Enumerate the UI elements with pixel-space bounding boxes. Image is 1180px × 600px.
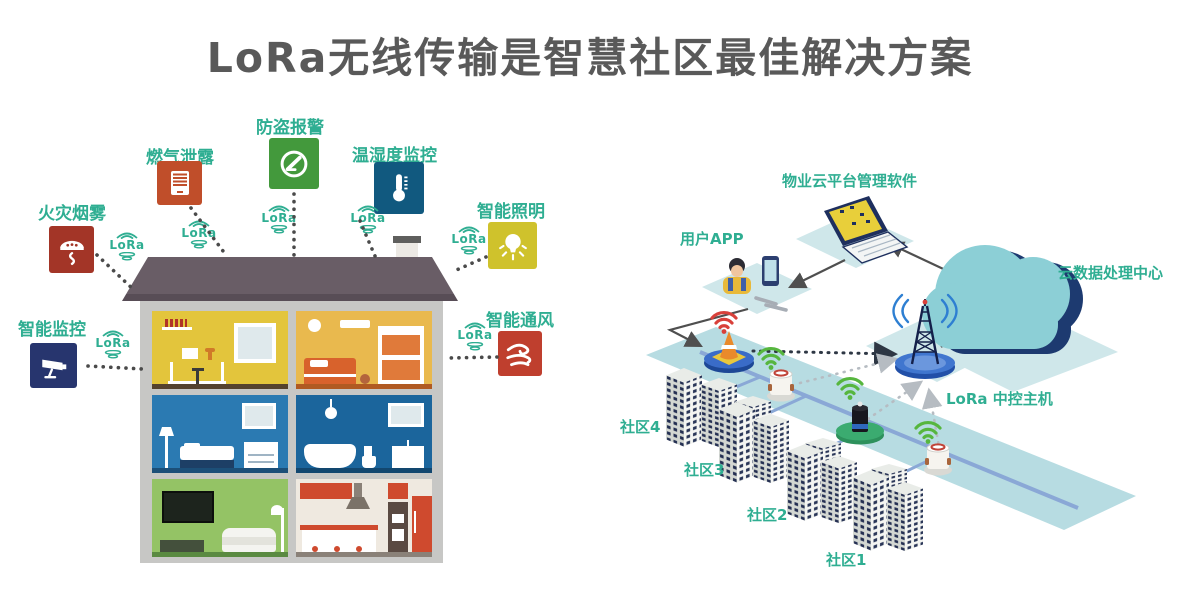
gateway-cone-icon xyxy=(704,310,754,373)
ventilation-fan-icon xyxy=(498,331,542,376)
gas-leak-icon xyxy=(157,161,202,205)
label-lora-host: LoRa 中控主机 xyxy=(946,390,1053,408)
page-title: LoRa无线传输是智慧社区最佳解决方案 xyxy=(206,34,974,82)
user-platform xyxy=(702,263,812,314)
repeater-icon xyxy=(914,420,952,476)
room-kitchen xyxy=(296,479,432,557)
street-sensor-icon xyxy=(836,376,884,445)
label-property-software: 物业云平台管理软件 xyxy=(782,172,918,190)
tower-platform xyxy=(866,316,1000,382)
light-bulb-icon xyxy=(488,222,537,269)
radio-waves-icon xyxy=(892,293,958,329)
house-roof xyxy=(122,257,458,301)
label-community-2: 社区2 xyxy=(747,506,788,524)
lora-tower-icon xyxy=(892,293,958,379)
room-blue-bedroom xyxy=(152,395,288,473)
label-community-4: 社区4 xyxy=(620,418,661,436)
dotted-link-gateway-to-tower xyxy=(751,341,898,366)
sensor-label-vent: 智能通风 xyxy=(486,311,554,331)
lora-signal-badge: LoRa xyxy=(252,203,306,234)
label-community-1: 社区1 xyxy=(826,551,867,569)
lora-signal-badge: LoRa xyxy=(100,230,154,261)
lora-signal-badge: LoRa xyxy=(448,320,502,351)
cctv-camera-icon xyxy=(30,343,77,388)
arrow-app-to-gateway xyxy=(666,307,749,348)
sensor-label-alarm: 防盗报警 xyxy=(256,118,324,138)
community-1-buildings xyxy=(853,464,923,552)
sensor-label-camera: 智能监控 xyxy=(18,320,86,340)
lora-signal-badge: LoRa xyxy=(442,224,496,255)
label-cloud-center: 云数据处理中心 xyxy=(1058,264,1164,282)
room-bedroom xyxy=(296,311,432,389)
smoke-detector-icon xyxy=(49,226,94,273)
label-user-app: 用户APP xyxy=(680,230,744,248)
sensor-label-light: 智能照明 xyxy=(477,202,545,222)
sensor-dotted-links xyxy=(86,192,499,371)
sensor-label-temp: 温湿度监控 xyxy=(352,146,437,166)
user-app-icon xyxy=(723,256,788,312)
room-living xyxy=(152,479,288,557)
cloud-icon xyxy=(922,245,1083,354)
alarm-gauge-icon xyxy=(269,138,319,189)
label-community-3: 社区3 xyxy=(684,461,725,479)
room-study xyxy=(152,311,288,389)
repeater-icon xyxy=(757,346,795,402)
wrench-icon xyxy=(754,296,788,312)
dashed-links-to-tower xyxy=(798,353,943,460)
laptop-icon xyxy=(824,196,909,264)
room-bathroom xyxy=(296,395,432,473)
house-body xyxy=(140,301,443,563)
sensor-label-fire: 火灾烟雾 xyxy=(38,204,106,224)
arrow-software-to-app xyxy=(788,259,846,289)
lora-signal-badge: LoRa xyxy=(86,328,140,359)
community-2-buildings xyxy=(787,438,857,524)
thermometer-icon xyxy=(374,162,424,214)
